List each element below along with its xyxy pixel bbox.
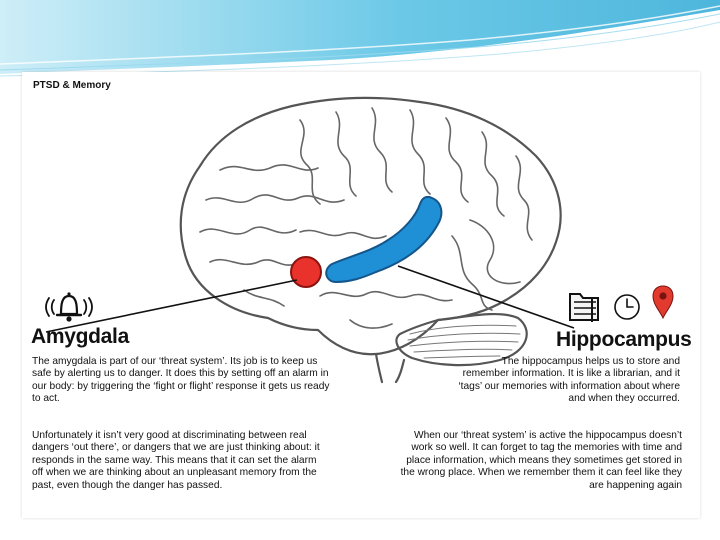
hippocampus-pointer-line (397, 265, 575, 329)
amygdala-description: The amygdala is part of our ‘threat syst… (32, 356, 330, 405)
decorative-banner (0, 0, 720, 77)
amygdala-threat-note: Unfortunately it isn’t very good at disc… (32, 430, 320, 491)
page-title: PTSD & Memory (33, 80, 111, 91)
map-pin-icon (652, 285, 674, 320)
clock-icon (614, 294, 640, 320)
hippocampus-heading: Hippocampus (556, 328, 692, 351)
hippocampus-shape (325, 195, 443, 284)
folder-icon (569, 293, 599, 322)
alarm-bell-icon (45, 292, 93, 322)
cerebrum-outline (179, 96, 562, 356)
amygdala-shape (290, 256, 322, 288)
cerebellum-outline (395, 312, 528, 367)
brainstem-outline (374, 352, 406, 384)
amygdala-heading: Amygdala (31, 325, 129, 348)
hippocampus-description: The hippocampus helps us to store and re… (458, 356, 680, 405)
amygdala-pointer-line (45, 279, 298, 333)
hippocampus-threat-note: When our ‘threat system’ is active the h… (400, 430, 682, 491)
